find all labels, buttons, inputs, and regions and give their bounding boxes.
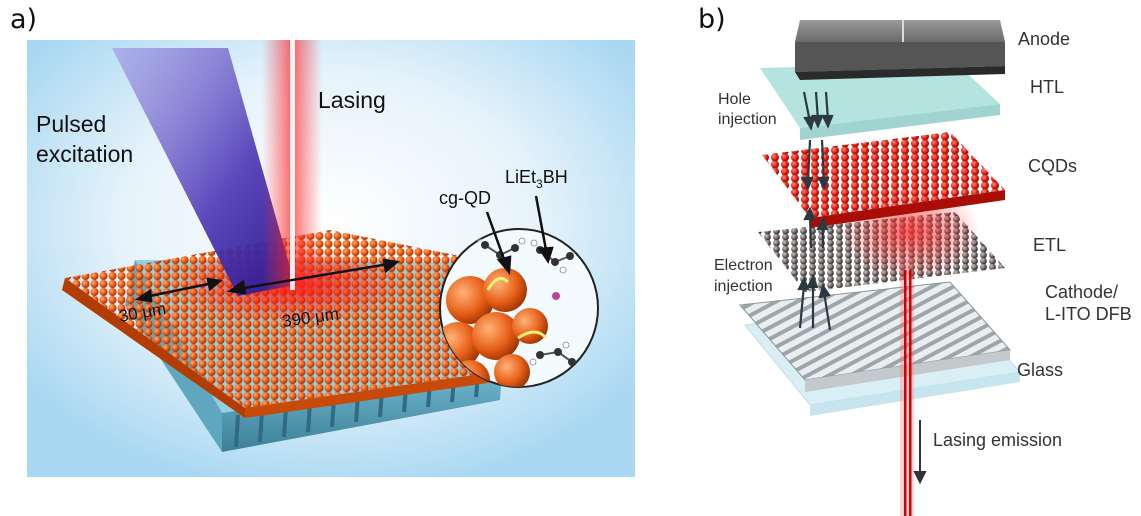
pump-beam xyxy=(112,48,295,296)
panel-a-diagram: 30 μm 390 μm xyxy=(27,40,635,477)
lasing-emission-arrow xyxy=(913,420,927,485)
cqds-label: CQDs xyxy=(1028,156,1077,176)
anode-block xyxy=(795,42,1005,72)
htl-label: HTL xyxy=(1030,77,1064,97)
anode-label: Anode xyxy=(1018,29,1070,49)
cathode-label-1: Cathode/ xyxy=(1045,282,1118,302)
cathode-label-2: L-ITO DFB xyxy=(1045,304,1132,324)
hole-injection-arrows xyxy=(801,91,834,191)
pulsed-label-line2: excitation xyxy=(36,141,133,167)
lasing-emission-beam xyxy=(900,260,914,516)
dimension-390um-arrow xyxy=(226,258,400,295)
ligand-label-end: BH xyxy=(543,167,568,187)
qd-film-shade xyxy=(62,278,245,418)
glass-label: Glass xyxy=(1017,360,1063,380)
electron-injection-arrows xyxy=(797,206,832,331)
ligand-label-main: LiEt xyxy=(505,167,536,187)
lasing-emission-label: Lasing emission xyxy=(933,430,1062,450)
substrate-side xyxy=(222,372,502,452)
etl-label: ETL xyxy=(1033,235,1066,255)
panel-b-diagram: Anode HTL Hole injection CQDs ETL Electr… xyxy=(714,20,1132,516)
hole-injection-label-2: injection xyxy=(718,111,777,128)
ligand-label: LiEt3BH xyxy=(505,167,568,191)
lasing-beam-core xyxy=(290,40,295,290)
hole-injection-label-1: Hole xyxy=(718,91,751,108)
pulsed-label-line1: Pulsed xyxy=(36,111,106,137)
cgqd-arrow xyxy=(485,211,512,276)
panel-b-label: b) xyxy=(698,4,726,35)
ligand-arrow xyxy=(534,195,554,264)
panel-a-label: a) xyxy=(10,4,38,35)
electron-injection-label-1: Electron xyxy=(714,257,773,274)
electron-injection-label-2: injection xyxy=(714,278,773,295)
dimension-30um-arrow xyxy=(134,277,223,303)
lasing-label: Lasing xyxy=(318,87,386,113)
cgqd-label: cg-QD xyxy=(439,188,491,208)
ligand-label-sub: 3 xyxy=(536,177,543,191)
